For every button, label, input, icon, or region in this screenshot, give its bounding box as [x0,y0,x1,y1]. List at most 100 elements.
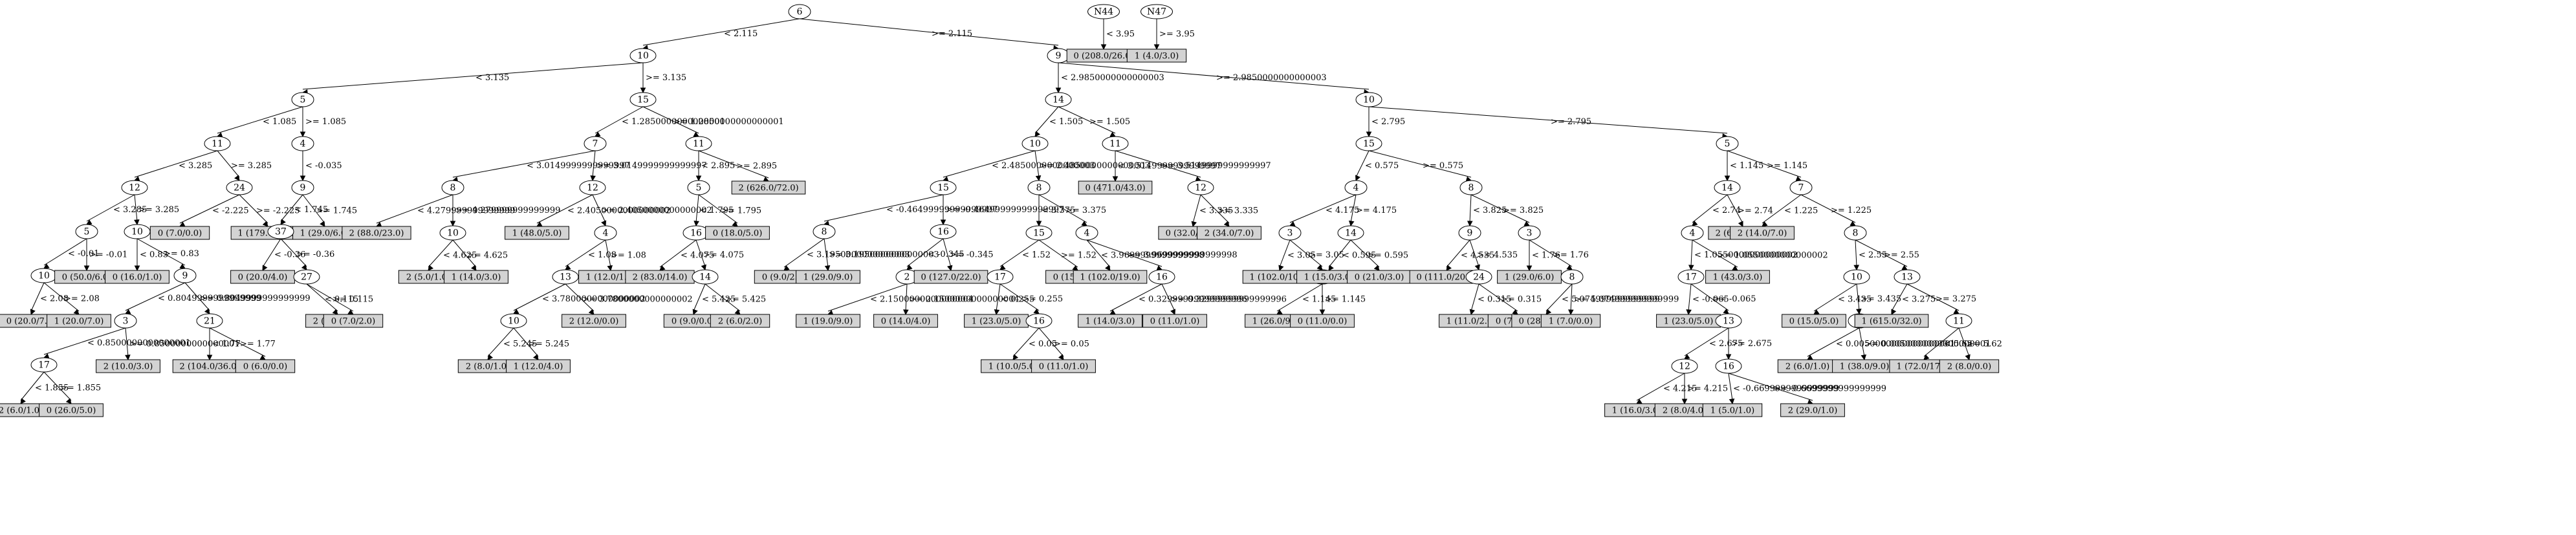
node-label: 10 [637,51,649,61]
arrowhead [1035,175,1042,182]
leaf-label: 1 (29.0/6.0) [300,229,350,239]
edge-label: < -0.6699999999999999 [1733,384,1839,394]
leaf-label: 1 (29.0/6.0) [1505,273,1555,283]
node-label: 8 [1853,228,1859,239]
arrowhead [206,355,213,361]
leaf-node: 0 (6.0/0.0) [235,359,296,373]
split-node: 37 [267,224,294,239]
edge-label: >= 2.4850000000000003 [1040,161,1150,171]
leaf-node: 1 (19.0/9.0) [796,314,860,328]
edge-n16c-L_10_5 [1012,327,1040,357]
edge-label: >= 3.285 [231,161,272,171]
node-label: 37 [275,227,287,237]
edge-label: < 1.085 [263,117,296,127]
edge-n8e-L_7_0 [1570,283,1573,312]
leaf-label: 1 (19.0/9.0) [803,317,853,327]
edge-n15c-L_15_1 [1038,239,1078,268]
node-label: 6 [797,7,803,17]
edge-label: < 3.375 [1042,206,1075,215]
arrowhead [1100,44,1107,50]
edge-label: >= 3.285 [138,205,179,215]
arrowhead [1853,265,1859,271]
edge-n27-L_7_20 [306,283,354,312]
edge-label: >= 4.175 [1356,206,1397,215]
edge-n8d-n3c [1470,194,1530,223]
leaf-box [235,359,296,373]
arrowhead [1686,309,1692,316]
leaf-box [1782,314,1846,328]
edge-label: >= 0.255 [1022,294,1063,304]
node-label: 14 [699,272,711,283]
split-ellipse [1945,313,1972,329]
edge-label: >= 3.375 [1065,206,1106,215]
split-node: 3 [1278,225,1302,241]
edge-label: < 1.505 [1049,117,1083,127]
split-ellipse [204,136,231,151]
leaf-box [105,270,169,284]
node-label: 2 [904,272,910,283]
arrowhead [1316,264,1323,270]
split-ellipse [1677,269,1705,285]
leaf-node: 1 (29.0/9.0) [796,270,860,284]
node-label: 4 [300,139,306,149]
leaf-label: 0 (111.0/20.0) [1416,273,1476,283]
edge-label: >= 3.335 [1217,206,1258,216]
edge-label: >= 1.52 [1061,251,1097,261]
leaf-label: 1 (7.0/0.0) [1549,317,1593,327]
split-node: 10 [1355,92,1382,107]
leaf-node: 1 (29.0/6.0) [1497,270,1562,284]
edge-n8f-n10h [1855,239,1857,267]
arrowhead [262,265,268,271]
arrowhead [83,265,90,272]
leaf-label: 2 (104.0/36.0) [179,362,239,372]
edge-n5c-L_18 [698,194,738,224]
split-node: 10 [1843,269,1870,285]
leaf-label: 2 (6.0/1.0) [0,406,43,416]
node-label: 24 [234,183,245,193]
arrowhead [607,265,613,272]
leaf-node: 0 (111.0/20.0) [1409,270,1484,284]
leaf-node: 2 (104.0/36.0) [172,359,247,373]
split-ellipse [1021,136,1049,151]
edge-n16d-L_14_3b [1109,283,1162,312]
edge-label: < 1.225 [1784,206,1818,216]
split-ellipse [1789,180,1813,195]
arrowhead [1692,220,1698,226]
split-ellipse [441,180,464,195]
split-node: 13 [1894,269,1921,285]
arrowhead [1223,221,1230,227]
split-ellipse [196,313,223,329]
edge-n9c-n3a [125,282,186,311]
edge-n13b-n12d [1684,327,1729,356]
split-node: 7 [584,136,607,151]
split-node: 24 [1465,269,1492,285]
edge-n12a-n10b [134,194,138,222]
arrowhead [300,131,306,138]
leaf-label: 0 (26.0/5.0) [47,406,96,416]
leaf-label: 0 (7.0/2.0) [331,317,375,327]
edge-n11a-n12a [134,150,218,178]
edge-n24a-L_179 [239,194,268,224]
split-ellipse [1671,358,1698,374]
split-node: 4 [1681,225,1704,241]
leaf-label: 1 (4.0/3.0) [1135,52,1179,61]
edge-label: < 1.2850000000000001 [622,117,725,127]
split-node: 5 [75,224,98,239]
node-label: 16 [1156,272,1168,283]
edge-n10h-n4f [1856,283,1860,311]
edge-label: >= 3.9699999999999998 [1127,250,1238,260]
arrowhead [1723,308,1729,314]
edge-n10d-L_5_1 [428,239,453,268]
split-node: 8 [813,224,836,239]
edge-label: >= 4.535 [1477,250,1518,260]
split-node: 17 [30,357,58,373]
split-node: 13 [1715,313,1742,329]
edge-n8d-n9d [1469,194,1472,223]
arrowhead [1568,309,1574,316]
edge-label: < 3.435 [1838,295,1872,305]
edge-label: < 2.55 [1859,250,1887,260]
arrowhead [692,309,698,316]
split-ellipse [1458,225,1481,241]
edge-n16d-L_11_1b [1161,283,1175,312]
edge-n14b-n11c [1058,106,1116,134]
